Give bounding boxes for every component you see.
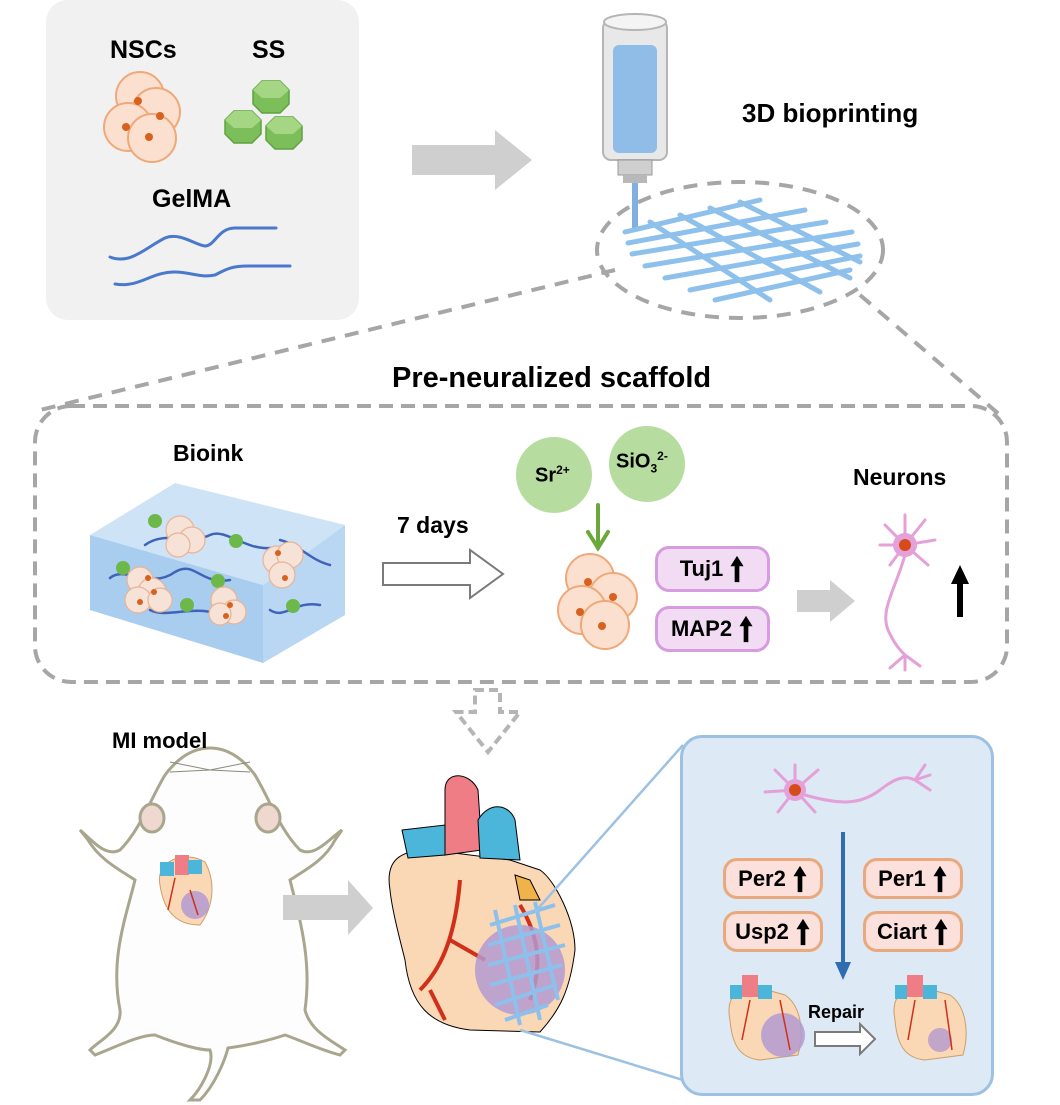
repair-label: Repair — [808, 1002, 865, 1022]
gene-pill-ciart: Ciart — [863, 911, 963, 952]
sr-text: Sr — [535, 464, 557, 487]
up-arrow-icon — [796, 918, 810, 945]
mi-to-heart-arrow-icon — [283, 880, 373, 935]
gelma-label: GelMA — [152, 185, 232, 213]
nscs-label: NSCs — [110, 36, 177, 64]
mouse-heart-icon — [159, 855, 213, 926]
bioprinter-syringe-icon — [602, 13, 668, 228]
sr-ion-icon — [516, 437, 592, 513]
pre-neuralized-box — [33, 404, 1009, 684]
gene-label: Per2 — [738, 865, 786, 891]
sio3-ion-label: SiO32- — [616, 449, 668, 476]
repaired-heart-icon — [893, 975, 967, 1061]
bioink-gel-icon — [90, 483, 345, 663]
gene-label: Usp2 — [735, 918, 789, 944]
marker-label: Tuj1 — [679, 556, 724, 581]
gelma-fibers-icon — [108, 226, 292, 287]
sr-charge: 2+ — [556, 463, 570, 477]
ion-uptake-arrow-icon — [586, 503, 610, 552]
sio-text: SiO — [616, 450, 651, 473]
scaffold-dashed-outline — [595, 180, 885, 320]
gene-pill-usp2: Usp2 — [723, 911, 823, 952]
scaffold-section-title: Pre-neuralized scaffold — [392, 362, 712, 394]
signal-down-arrow-icon — [835, 832, 851, 980]
nscs-cluster-icon — [103, 71, 181, 163]
mi-model-label: MI model — [112, 728, 208, 753]
gene-label: Ciart — [876, 918, 928, 944]
neurons-label: Neurons — [853, 464, 947, 490]
up-arrow-icon — [793, 865, 807, 892]
duration-label: 7 days — [397, 512, 469, 538]
gene-pill-per2: Per2 — [723, 858, 823, 899]
gene-pill-per1: Per1 — [863, 858, 963, 899]
seven-days-arrow-icon — [382, 548, 505, 600]
sio-charge: 2- — [657, 449, 668, 463]
to-neurons-arrow-icon — [797, 580, 855, 622]
marker-label: MAP2 — [670, 616, 733, 641]
up-arrow-icon — [933, 865, 947, 892]
heart-with-scaffold-icon — [388, 775, 576, 1033]
neurons-increase-arrow-icon — [951, 565, 969, 617]
printed-scaffold-icon — [622, 197, 863, 303]
bioink-label: Bioink — [173, 440, 244, 466]
neuron-icon — [878, 513, 937, 672]
gene-label: Per1 — [878, 865, 926, 891]
up-arrow-icon — [934, 918, 948, 945]
bioprinting-label: 3D bioprinting — [742, 98, 919, 128]
nsc-cluster-icon — [557, 553, 638, 650]
repair-arrow-icon — [814, 1021, 877, 1057]
marker-pill-tuj1: Tuj1 — [655, 546, 770, 592]
repair-neuron-icon — [763, 763, 932, 814]
sr-ion-label: Sr2+ — [535, 463, 570, 488]
sio3-ion-icon — [609, 426, 685, 502]
transplant-arrow-icon — [451, 688, 525, 756]
mouse-mi-model-icon — [78, 746, 348, 1102]
ss-label: SS — [252, 36, 286, 64]
injured-heart-icon — [728, 975, 805, 1061]
materials-panel — [46, 0, 359, 320]
marker-pill-map2: MAP2 — [655, 606, 770, 652]
sio-subscript: 3 — [650, 461, 658, 476]
process-arrow-icon — [412, 130, 532, 190]
